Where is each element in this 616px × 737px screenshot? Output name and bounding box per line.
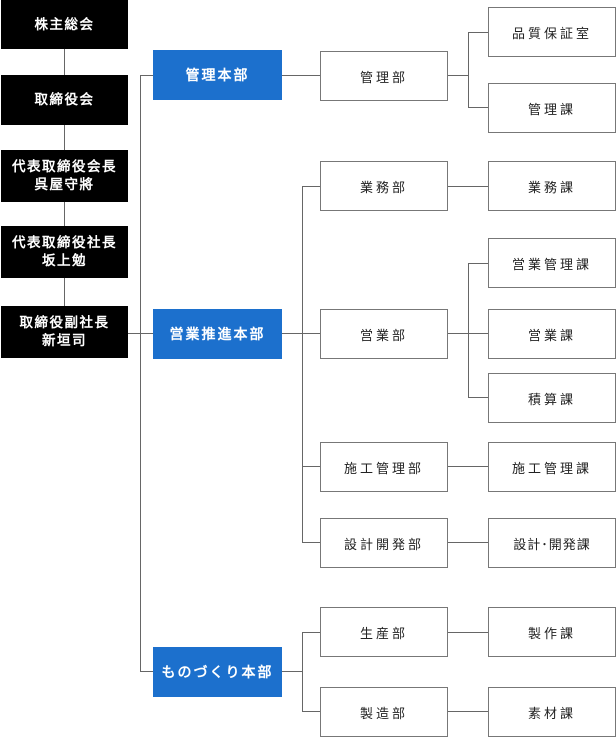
hq-sales-promotion: 営業推進本部 bbox=[153, 309, 282, 359]
dept-construction-management: 施工管理部 bbox=[320, 442, 448, 492]
section-estimation: 積算課 bbox=[488, 373, 616, 423]
section-materials: 素材課 bbox=[488, 687, 616, 737]
section-business-affairs: 業務課 bbox=[488, 161, 616, 211]
exec-vice-president: 取締役副社長 新垣司 bbox=[1, 306, 128, 358]
exec-board-of-directors: 取締役会 bbox=[1, 75, 128, 125]
dept-production: 生産部 bbox=[320, 607, 448, 657]
section-design-development: 設計･開発課 bbox=[488, 518, 616, 568]
section-sales-management: 営業管理課 bbox=[488, 238, 616, 288]
dept-fabrication: 製造部 bbox=[320, 687, 448, 737]
section-construction-management: 施工管理課 bbox=[488, 442, 616, 492]
dept-business-affairs: 業務部 bbox=[320, 161, 448, 211]
dept-sales: 営業部 bbox=[320, 309, 448, 359]
hq-administration: 管理本部 bbox=[153, 50, 282, 100]
dept-design-development: 設計開発部 bbox=[320, 518, 448, 568]
section-production: 製作課 bbox=[488, 607, 616, 657]
exec-president: 代表取締役社長 坂上勉 bbox=[1, 226, 128, 278]
dept-administration: 管理部 bbox=[320, 51, 448, 101]
section-sales: 営業課 bbox=[488, 309, 616, 359]
exec-chairman: 代表取締役会長 呉屋守將 bbox=[1, 150, 128, 202]
hq-manufacturing: ものづくり本部 bbox=[153, 647, 282, 697]
exec-shareholders-meeting: 株主総会 bbox=[1, 0, 128, 49]
section-administration: 管理課 bbox=[488, 83, 616, 133]
section-quality-assurance: 品質保証室 bbox=[488, 7, 616, 57]
